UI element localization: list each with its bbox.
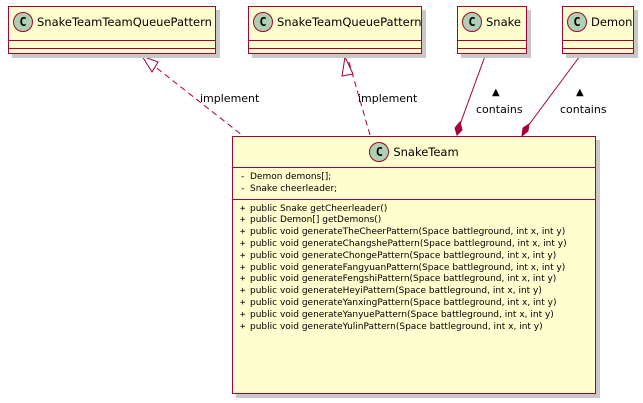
contains-label-2: contains	[560, 103, 607, 116]
class-name: SnakeTeam	[393, 145, 459, 159]
visibility-marker: -	[240, 183, 246, 194]
member-signature: public void generateYulinPattern(Space b…	[250, 321, 543, 332]
method-row: + public void generateHeyiPattern(Space b…	[233, 286, 595, 298]
member-signature: public void generateHeyiPattern(Space ba…	[250, 286, 542, 297]
composition-edge-2	[524, 55, 581, 131]
method-row: + public void generateYanxingPattern(Spac…	[233, 298, 595, 310]
member-signature: public void generateChongePattern(Space …	[250, 250, 557, 261]
member-signature: Demon demons[];	[250, 172, 332, 182]
member-signature: public void generateFengshiPattern(Space…	[250, 274, 557, 285]
contains-label-1: contains	[476, 103, 523, 116]
visibility-marker: -	[240, 172, 246, 182]
member-signature: public Snake getCheerleader()	[250, 203, 388, 214]
class-snake-team: C SnakeTeam -Demon demons[];-Snake cheer…	[232, 136, 596, 394]
implement-arrowhead-2	[341, 55, 354, 77]
class-snake-team-team-queue-pattern: C SnakeTeamTeamQueuePattern	[8, 6, 216, 54]
method-row: + public void generateYanyuePattern(Space…	[233, 310, 595, 322]
class-name: Demon	[591, 14, 633, 29]
visibility-marker: +	[240, 309, 246, 320]
visibility-marker: +	[240, 274, 246, 285]
method-row: + public Snake getCheerleader()	[233, 204, 595, 216]
visibility-marker: +	[240, 297, 246, 308]
method-row: + public void generateChangshePattern(Spa…	[233, 239, 595, 251]
member-signature: public void generateYanyuePattern(Space …	[250, 309, 554, 320]
implement-label-2: implement	[358, 92, 418, 105]
direction-arrow-2: ▲	[576, 87, 584, 98]
visibility-marker: +	[240, 250, 246, 261]
visibility-marker: +	[240, 203, 246, 214]
visibility-marker: +	[240, 262, 246, 273]
implement-label-1: implement	[200, 92, 260, 105]
method-row: + public void generateChongePattern(Space…	[233, 251, 595, 263]
member-signature: public void generateChangshePattern(Spac…	[250, 238, 567, 249]
class-snake-team-queue-pattern: C SnakeTeamQueuePattern	[248, 6, 422, 54]
class-name: Snake	[486, 14, 521, 29]
methods-section: + public Snake getCheerleader() + public De…	[233, 200, 595, 337]
member-signature: public void generateTheCheerPattern(Spac…	[250, 227, 566, 238]
method-row: + public void generateYulinPattern(Space …	[233, 322, 595, 334]
member-signature: public void generateYanxingPattern(Space…	[250, 297, 557, 308]
method-row: + public void generateTheCheerPattern(Spa…	[233, 227, 595, 239]
composition-diamond-1	[454, 120, 463, 136]
class-badge: C	[253, 11, 273, 32]
field-row: -Demon demons[];	[233, 172, 595, 184]
member-signature: public void generateFangyuanPattern(Spac…	[250, 262, 566, 273]
class-snake: C Snake	[457, 6, 527, 54]
implement-arrowhead-1	[140, 55, 159, 73]
field-row: -Snake cheerleader;	[233, 184, 595, 196]
visibility-marker: +	[240, 321, 246, 332]
visibility-marker: +	[240, 227, 246, 238]
class-badge: C	[369, 142, 390, 162]
class-name: SnakeTeamTeamQueuePattern	[37, 14, 212, 29]
method-row: + public Demon[] getDemons()	[233, 215, 595, 227]
visibility-marker: +	[240, 238, 246, 249]
class-badge: C	[567, 11, 587, 32]
class-demon: C Demon	[562, 6, 634, 54]
member-signature: Snake cheerleader;	[250, 183, 338, 194]
visibility-marker: +	[240, 286, 246, 297]
class-badge: C	[13, 11, 33, 32]
method-row: + public void generateFengshiPattern(Spac…	[233, 274, 595, 286]
class-name: SnakeTeamQueuePattern	[277, 14, 422, 29]
fields-section: -Demon demons[];-Snake cheerleader;	[233, 168, 595, 199]
composition-edge-1	[457, 55, 486, 131]
direction-arrow-1: ▲	[492, 87, 500, 98]
composition-diamond-2	[521, 122, 530, 138]
member-signature: public Demon[] getDemons()	[250, 215, 382, 226]
class-badge: C	[462, 11, 482, 32]
visibility-marker: +	[240, 215, 246, 226]
method-row: + public void generateFangyuanPattern(Spa…	[233, 263, 595, 275]
